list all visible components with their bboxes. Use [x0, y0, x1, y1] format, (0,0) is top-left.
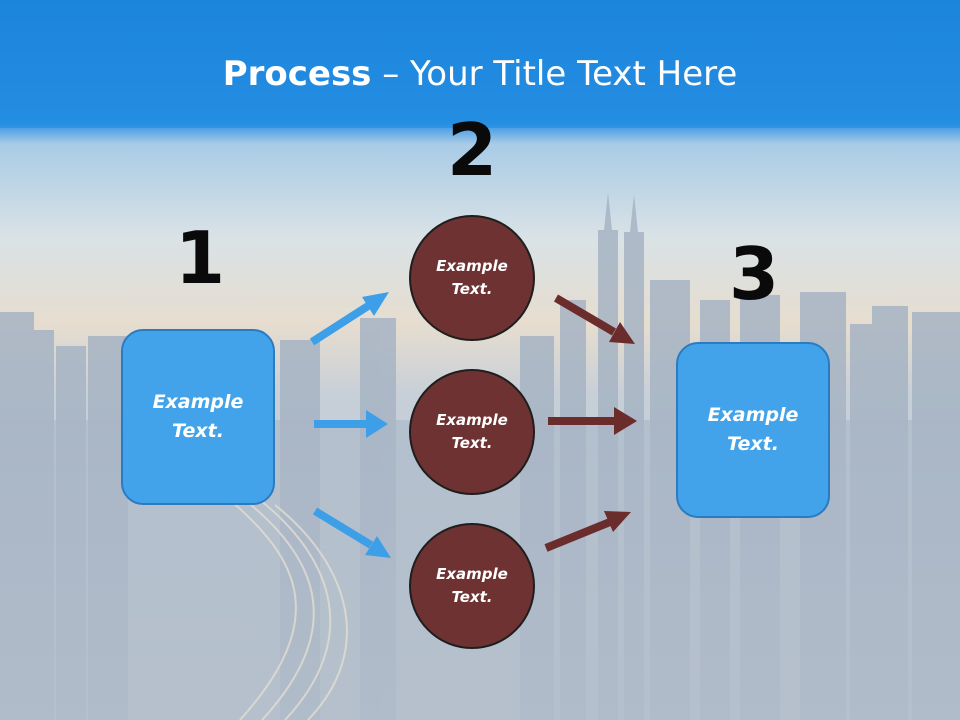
step-2-circle-middle-text: Example Text.: [436, 411, 508, 452]
step-3-number: 3: [728, 232, 780, 316]
step-1-text: Example Text.: [152, 391, 244, 442]
step-2-circle-bottom-text: Example Text.: [436, 565, 508, 606]
arrow-middle-to-step3: [548, 407, 637, 435]
arrow-bottom-to-step3: [544, 511, 631, 552]
step-2-circle-top: Example Text.: [409, 215, 535, 341]
step-2-number: 2: [446, 108, 498, 192]
step-1-box: Example Text.: [121, 329, 275, 505]
step-1-number: 1: [174, 216, 226, 300]
step-2-circle-middle: Example Text.: [409, 369, 535, 495]
step-3-box: Example Text.: [676, 342, 830, 518]
step-2-circle-bottom: Example Text.: [409, 523, 535, 649]
slide-title: Process – Your Title Text Here: [0, 52, 960, 96]
arrow-top-to-step3: [553, 294, 635, 344]
title-bold: Process: [222, 54, 372, 94]
step-2-circle-top-text: Example Text.: [436, 257, 508, 298]
title-rest: – Your Title Text Here: [371, 54, 738, 94]
step-3-text: Example Text.: [707, 404, 799, 455]
arrow-step1-to-bottom: [312, 507, 391, 558]
arrow-step1-to-middle: [314, 410, 388, 438]
arrow-step1-to-top: [309, 292, 389, 346]
